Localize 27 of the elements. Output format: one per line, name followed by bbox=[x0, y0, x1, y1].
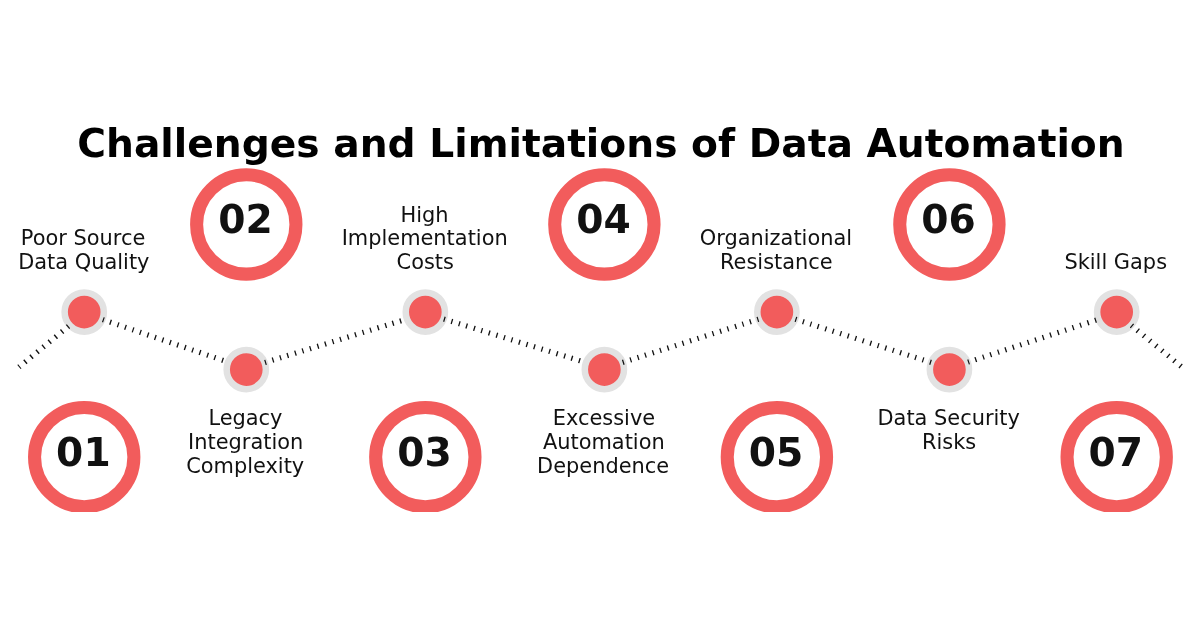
diagram-title: Challenges and Limitations of Data Automation bbox=[77, 120, 1125, 166]
node-circle: 02 bbox=[190, 168, 303, 281]
node-circle bbox=[581, 346, 628, 393]
node-circle: 01 bbox=[28, 400, 141, 512]
connector bbox=[1129, 323, 1184, 370]
node-circle bbox=[1093, 289, 1140, 335]
node-circle: 03 bbox=[369, 400, 482, 512]
node-label: High Implementation Costs bbox=[341, 202, 508, 274]
node-label: Organizational Resistance bbox=[699, 226, 853, 274]
node-label: Skill Gaps bbox=[1064, 249, 1168, 274]
node-circle: 04 bbox=[548, 168, 661, 281]
node-circle bbox=[223, 346, 270, 393]
node-circle bbox=[926, 346, 973, 393]
connector bbox=[967, 316, 1099, 365]
node-circle: 06 bbox=[893, 168, 1006, 281]
node-circle bbox=[402, 289, 449, 335]
node-label: Data Security Risks bbox=[877, 406, 1020, 455]
node-circle: 07 bbox=[1060, 400, 1173, 512]
node-circle: 05 bbox=[720, 400, 834, 512]
node-circle bbox=[61, 289, 108, 335]
connector bbox=[794, 316, 932, 365]
node-circle bbox=[754, 289, 800, 335]
connector bbox=[17, 323, 72, 370]
node-label: Excessive Automation Dependence bbox=[537, 406, 670, 478]
connector bbox=[621, 316, 760, 365]
node-label: Poor Source Data Quality bbox=[18, 226, 150, 274]
node-label: Legacy Integration Complexity bbox=[186, 406, 305, 478]
